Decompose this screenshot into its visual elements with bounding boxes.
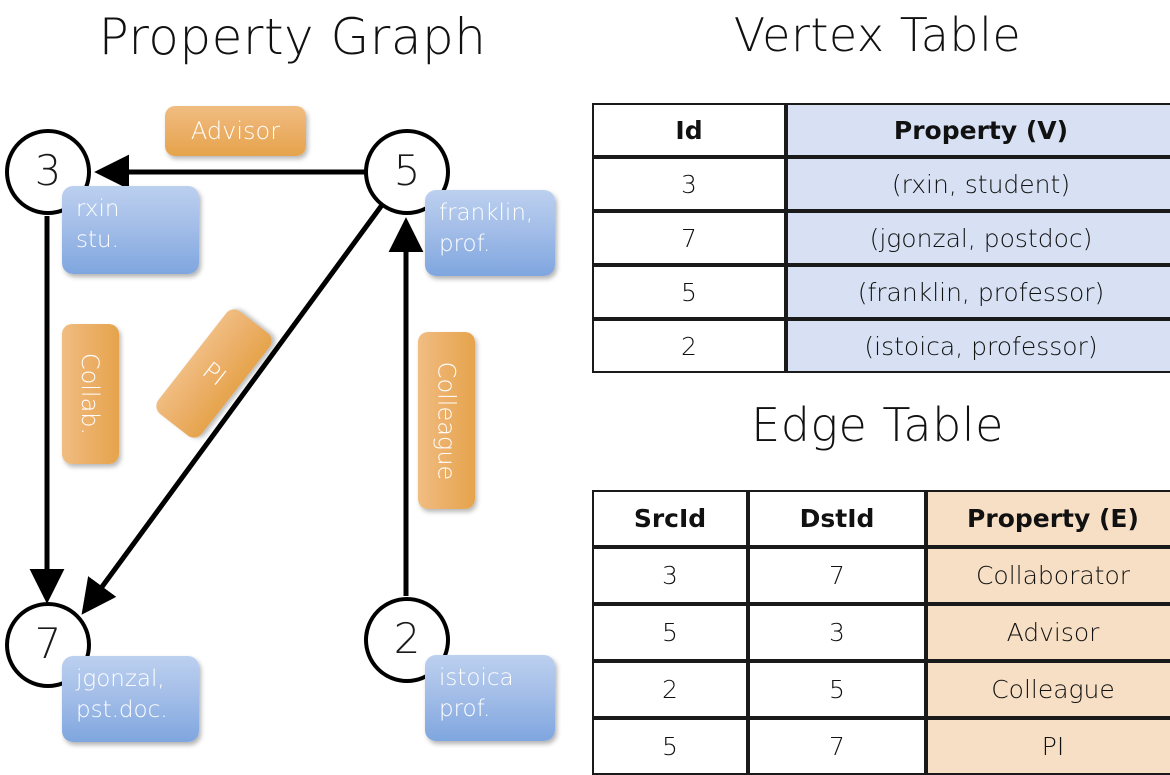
node-7-property-line2: pst.doc. <box>76 697 168 724</box>
table-row[interactable]: 7 (jgonzal, postdoc) <box>592 211 1170 265</box>
edge-cell-srcid: 2 <box>592 661 748 718</box>
node-5-property-line1: franklin, <box>439 200 534 226</box>
advisor-label-bubble: Advisor <box>165 106 306 156</box>
collab-label-text: Collab. <box>76 352 105 436</box>
vertex-table-header-row: Id Property (V) <box>592 103 1170 157</box>
edge-cell-property: Advisor <box>926 604 1170 661</box>
node-7-label: 7 <box>34 619 62 668</box>
vertex-cell-id: 3 <box>592 157 786 211</box>
node-2-property-line1: istoica <box>439 665 514 691</box>
table-row[interactable]: 3 (rxin, student) <box>592 157 1170 211</box>
edge-cell-property: PI <box>926 718 1170 775</box>
edge-table-header-dstid: DstId <box>748 490 926 547</box>
node-3-property-line2: stu. <box>76 227 119 254</box>
vertex-cell-property: (jgonzal, postdoc) <box>786 211 1170 265</box>
edge-cell-srcid: 5 <box>592 604 748 661</box>
page-title-property-graph: Property Graph <box>98 8 487 66</box>
pi-label-text: PI <box>196 355 232 392</box>
node-5[interactable]: 5 <box>364 129 450 215</box>
node-5-property-bubble: franklin, prof. <box>425 190 555 276</box>
edge-table: SrcId DstId Property (E) 3 7 Collaborato… <box>592 490 1170 775</box>
node-5-label: 5 <box>393 146 421 195</box>
node-7-property-line1: jgonzal, <box>76 666 165 692</box>
edge-table-header-srcid: SrcId <box>592 490 748 547</box>
edge-cell-dstid: 5 <box>748 661 926 718</box>
property-graph-diagram: 3 5 7 2 rxin stu. franklin, prof. jgonza… <box>0 0 585 760</box>
node-3-label: 3 <box>34 146 62 195</box>
vertex-cell-property: (istoica, professor) <box>786 319 1170 373</box>
edge-cell-srcid: 5 <box>592 718 748 775</box>
node-2[interactable]: 2 <box>364 597 450 683</box>
vertex-cell-property: (rxin, student) <box>786 157 1170 211</box>
page-title-edge-table: Edge Table <box>751 398 1004 452</box>
page-title-vertex-table: Vertex Table <box>733 8 1022 62</box>
node-3-property-bubble: rxin stu. <box>62 186 199 274</box>
table-row[interactable]: 2 5 Colleague <box>592 661 1170 718</box>
vertex-cell-property: (franklin, professor) <box>786 265 1170 319</box>
edge-cell-property: Collaborator <box>926 547 1170 604</box>
table-row[interactable]: 5 (franklin, professor) <box>592 265 1170 319</box>
edge-cell-dstid: 7 <box>748 547 926 604</box>
advisor-label-text: Advisor <box>190 117 281 145</box>
node-2-property-bubble: istoica prof. <box>425 655 555 741</box>
collab-label-bubble: Collab. <box>62 324 119 464</box>
edge-table-header-property: Property (E) <box>926 490 1170 547</box>
table-row[interactable]: 3 7 Collaborator <box>592 547 1170 604</box>
vertex-cell-id: 5 <box>592 265 786 319</box>
node-5-property-line2: prof. <box>439 231 491 258</box>
vertex-table-header-property: Property (V) <box>786 103 1170 157</box>
node-7-property-bubble: jgonzal, pst.doc. <box>62 656 199 742</box>
edge-5-to-7-pi <box>81 203 385 615</box>
table-row[interactable]: 2 (istoica, professor) <box>592 319 1170 373</box>
vertex-cell-id: 2 <box>592 319 786 373</box>
vertex-cell-id: 7 <box>592 211 786 265</box>
graph-edges-layer <box>29 154 424 615</box>
table-row[interactable]: 5 7 PI <box>592 718 1170 775</box>
edge-table-header-row: SrcId DstId Property (E) <box>592 490 1170 547</box>
edge-cell-property: Colleague <box>926 661 1170 718</box>
colleague-label-bubble: Colleague <box>418 332 475 509</box>
vertex-table-header-id: Id <box>592 103 786 157</box>
node-3-property-line1: rxin <box>76 196 120 222</box>
edge-cell-dstid: 7 <box>748 718 926 775</box>
vertex-table: Id Property (V) 3 (rxin, student) 7 (jgo… <box>592 103 1170 373</box>
edge-cell-dstid: 3 <box>748 604 926 661</box>
node-2-property-line2: prof. <box>439 696 491 723</box>
edge-cell-srcid: 3 <box>592 547 748 604</box>
colleague-label-text: Colleague <box>432 361 461 480</box>
table-row[interactable]: 5 3 Advisor <box>592 604 1170 661</box>
node-2-label: 2 <box>393 614 421 663</box>
